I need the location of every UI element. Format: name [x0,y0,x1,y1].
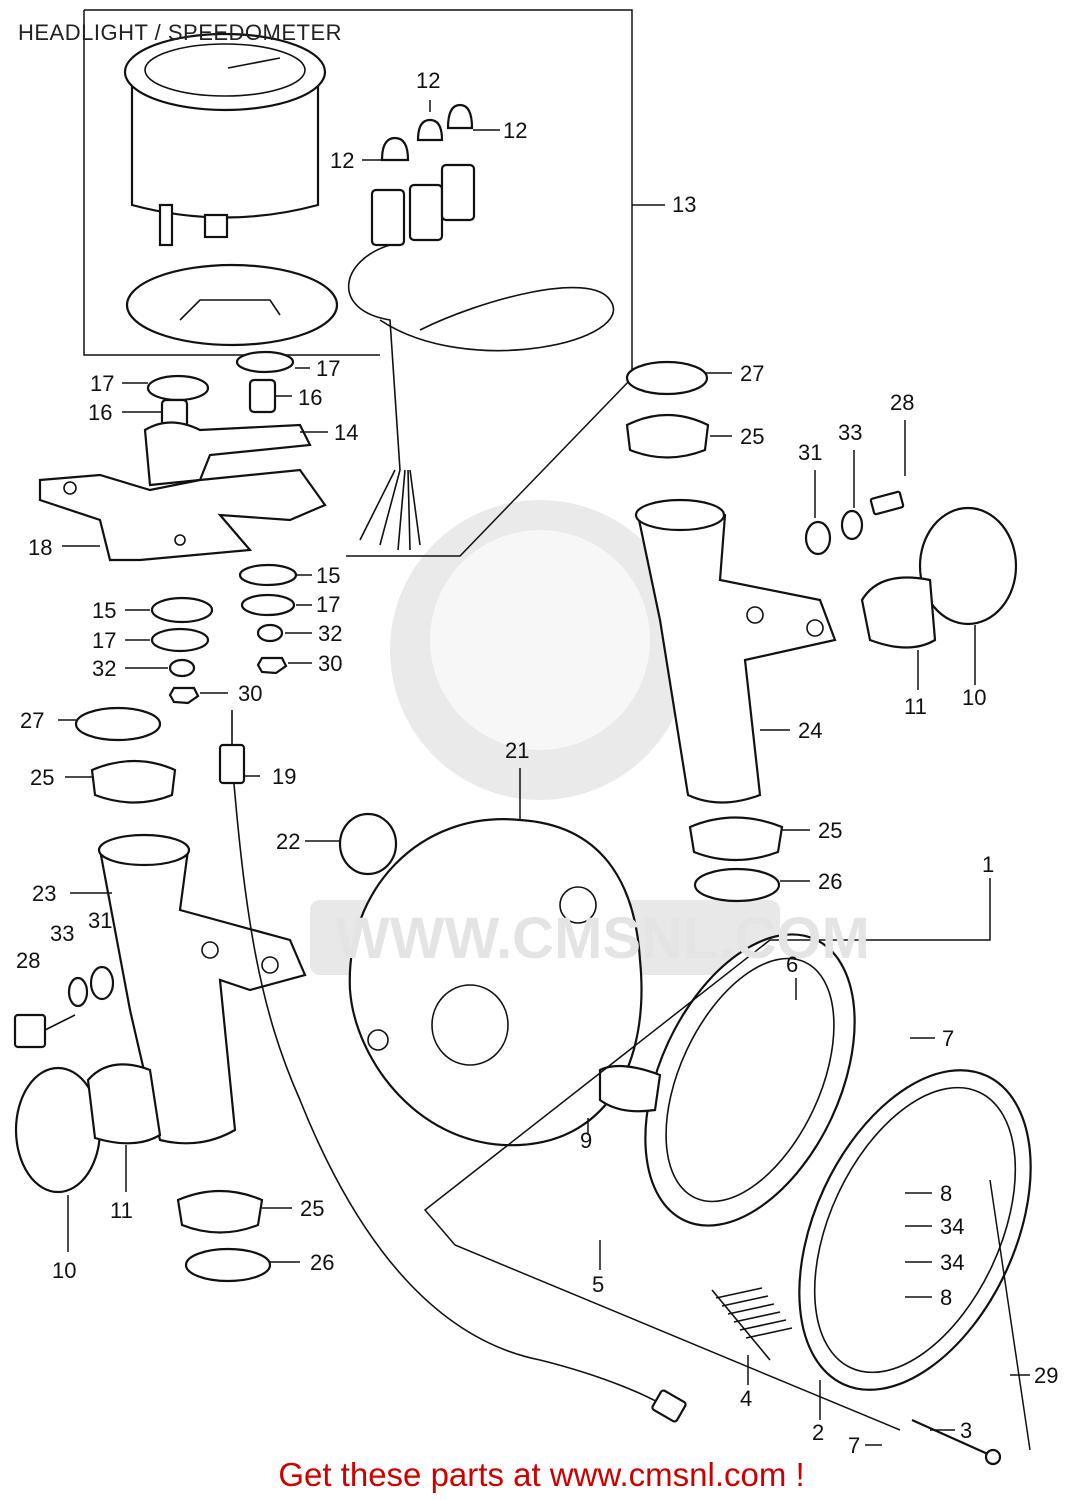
callout-10: 10 [962,685,986,710]
callout-34: 34 [940,1250,964,1275]
callout-25: 25 [300,1196,324,1221]
callout-25: 25 [818,818,842,843]
callout-8: 8 [940,1181,952,1206]
callout-14: 14 [334,420,358,445]
indicator-bulbs [370,103,476,247]
callout-18: 18 [28,535,52,560]
callout-4: 4 [740,1386,752,1411]
callout-16: 16 [88,400,112,425]
fork-grommets [74,360,784,1283]
left-fork-cover [97,833,307,1145]
turn-signals [14,506,1018,1194]
callout-12: 12 [503,118,527,143]
callout-3: 3 [960,1418,972,1443]
callout-9: 9 [580,1128,592,1153]
callout-25: 25 [30,765,54,790]
callout-21: 21 [505,738,529,763]
callout-29: 29 [1034,1363,1058,1388]
callout-33: 33 [50,921,74,946]
callout-1: 1 [982,852,994,877]
callout-11: 11 [110,1198,133,1223]
speedometer-housing [123,32,327,247]
callout-28: 28 [890,390,914,415]
small-parts [218,710,1002,1466]
callout-33: 33 [838,420,862,445]
callout-31: 31 [798,440,822,465]
callout-8: 8 [940,1285,952,1310]
right-fork-cover [634,498,837,804]
callout-25: 25 [740,424,764,449]
callout-19: 19 [272,764,296,789]
callout-6: 6 [786,952,798,977]
callout-24: 24 [798,718,822,743]
callout-30: 30 [238,681,262,706]
callout-28: 28 [16,948,40,973]
callout-7: 7 [848,1433,860,1458]
callout-15: 15 [316,563,340,588]
callout-2: 2 [812,1420,824,1445]
callout-12: 12 [416,68,440,93]
callout-31: 31 [88,908,112,933]
callout-7: 7 [942,1026,954,1051]
fork-cover-bolts [13,490,905,1049]
callout-32: 32 [92,656,116,681]
callout-17: 17 [316,592,340,617]
callout-10: 10 [52,1258,76,1283]
watermark-text: WWW.CMSNL.COM [335,906,870,971]
callout-23: 23 [32,881,56,906]
diagram-title: HEADLIGHT / SPEEDOMETER [18,20,343,45]
leader-lines [58,100,1031,1451]
callout-17: 17 [90,371,114,396]
parts-link-banner[interactable]: Get these parts at www.cmsnl.com ! [278,1456,805,1493]
callout-22: 22 [276,829,300,854]
callout-26: 26 [310,1250,334,1275]
callout-17: 17 [92,628,116,653]
callout-27: 27 [20,708,44,733]
callout-16: 16 [298,385,322,410]
wiring-harness [347,244,614,551]
callout-11: 11 [904,694,927,719]
callout-32: 32 [318,621,342,646]
callout-labels: 13 12 12 12 17 17 17 17 16 16 14 18 15 1… [16,68,1058,1458]
callout-17: 17 [316,356,340,381]
callout-5: 5 [592,1272,604,1297]
speedometer-bracket [38,421,327,562]
headlight-rim [798,1069,1032,1391]
headlight-case [338,812,643,1147]
callout-30: 30 [318,651,342,676]
callout-12: 12 [330,148,354,173]
callout-27: 27 [740,361,764,386]
callout-34: 34 [940,1214,964,1239]
callout-13: 13 [672,192,696,217]
speedometer-base-cup [125,263,339,347]
callout-26: 26 [818,869,842,894]
callout-15: 15 [92,598,116,623]
